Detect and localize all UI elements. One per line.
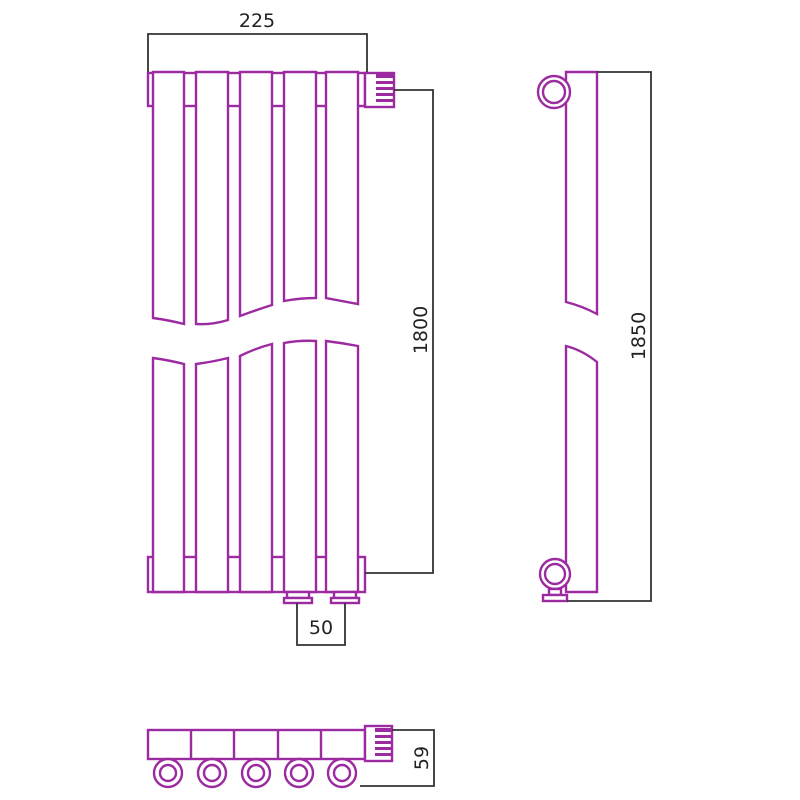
column-3-bottom xyxy=(238,342,274,594)
depth-dimension: 59 xyxy=(360,729,435,787)
total-height-label: 1850 xyxy=(628,312,650,360)
column-4-top xyxy=(282,70,318,303)
width-label: 225 xyxy=(239,10,275,32)
column-4-bottom xyxy=(282,339,318,594)
connector-left-nut xyxy=(282,596,314,605)
spacing-dimension: 50 xyxy=(296,603,346,646)
column-1-bottom xyxy=(151,356,186,594)
connection-height-label: 1800 xyxy=(410,306,432,354)
front-view xyxy=(146,70,396,605)
column-5-bottom xyxy=(324,339,360,594)
top-view-manifold xyxy=(146,728,367,761)
side-view xyxy=(536,70,599,603)
spacing-label: 50 xyxy=(309,617,333,639)
column-3-top xyxy=(238,70,274,318)
column-1-top xyxy=(151,70,186,326)
total-height-dimension: 1850 xyxy=(567,71,652,602)
top-view-column-circles xyxy=(152,757,358,789)
side-panel-bottom xyxy=(564,344,599,594)
column-2-top xyxy=(194,70,230,326)
depth-label: 59 xyxy=(411,746,433,770)
width-dimension: 225 xyxy=(147,10,368,72)
top-view xyxy=(146,724,394,789)
side-panel-top xyxy=(564,70,599,316)
top-view-valve-knurl xyxy=(375,728,392,756)
connector-right-nut xyxy=(329,596,361,605)
bottom-pipe-base xyxy=(541,593,569,603)
top-pipe-inner xyxy=(541,79,567,105)
bottom-pipe-inner xyxy=(543,562,567,586)
column-2-bottom xyxy=(194,356,230,594)
column-5-top xyxy=(324,70,360,306)
connection-height-dimension: 1800 xyxy=(365,89,434,574)
valve-knurl xyxy=(376,74,394,102)
